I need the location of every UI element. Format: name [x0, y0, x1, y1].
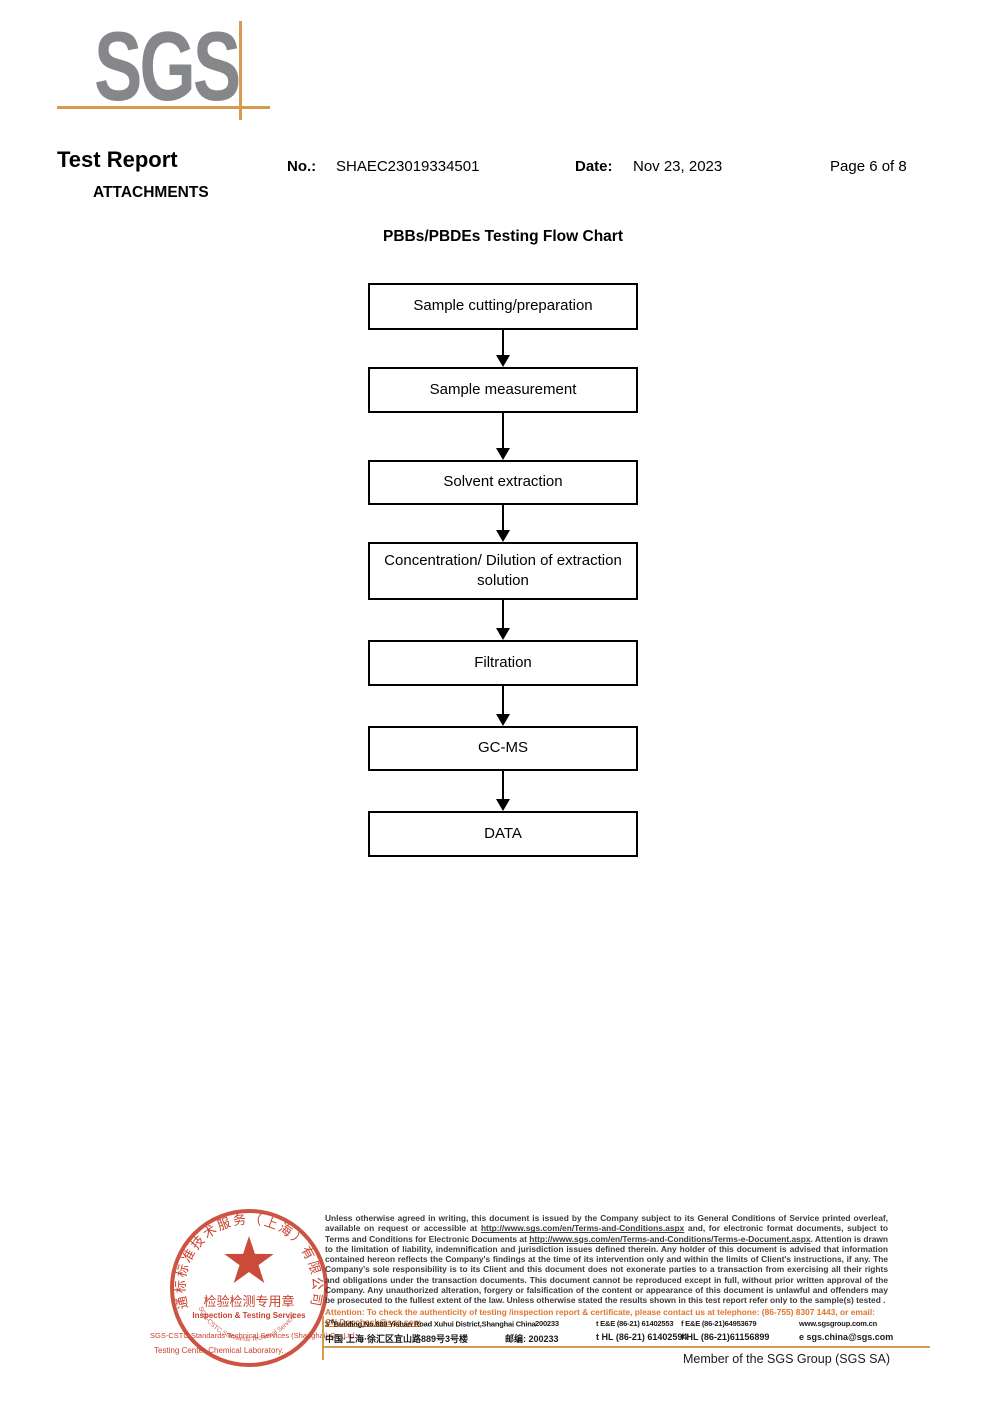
sgs-logo: SGS: [94, 11, 241, 121]
footer-crosshair-horizontal: [322, 1346, 930, 1348]
tel-ee: t E&E (86-21) 61402553: [596, 1319, 674, 1328]
postal-code-en: 200233: [535, 1319, 559, 1328]
flow-arrow-down-icon: [496, 600, 510, 640]
page-number: Page 6 of 8: [830, 158, 907, 175]
flowchart-step-label: Sample cutting/preparation: [413, 297, 593, 315]
stamp-seal-en: Inspection & Testing Services: [192, 1311, 306, 1320]
report-date-value: Nov 23, 2023: [633, 158, 723, 175]
flow-arrow-down-icon: [496, 330, 510, 367]
legal-text: and, for electronic format documents, su…: [325, 1223, 889, 1244]
flowchart-step-label: Filtration: [474, 653, 532, 671]
postal-code-cn: 邮编: 200233: [505, 1334, 559, 1344]
flowchart-step-box: Sample measurement: [368, 367, 638, 413]
flowchart-step-box: Concentration/ Dilution of extraction so…: [368, 542, 638, 600]
terms-e-document-link[interactable]: http://www.sgs.com/en/Terms-and-Conditio…: [529, 1233, 811, 1244]
flowchart-step-box: Filtration: [368, 640, 638, 686]
attention-notice: Attention: To check the authenticity of …: [325, 1307, 888, 1328]
report-no-label: No.:: [287, 158, 317, 175]
stamp-lab-name: Testing Center-Chemical Laboratory.: [154, 1346, 284, 1355]
email-link[interactable]: e sgs.china@sgs.com: [799, 1332, 894, 1342]
flowchart-step-box: GC-MS: [368, 726, 638, 771]
legal-text: Unless otherwise agreed in writing, this…: [325, 1213, 888, 1234]
flowchart-step-label: DATA: [484, 824, 522, 842]
flowchart-step-label: Sample measurement: [429, 380, 577, 398]
attention-text: Attention: To check the authenticity of …: [325, 1306, 875, 1317]
flowchart-step-label: Concentration/ Dilution of extraction so…: [384, 551, 622, 589]
star-icon: [224, 1236, 274, 1283]
flowchart-step-box: Solvent extraction: [368, 460, 638, 505]
doccheck-email-link[interactable]: CN.Doccheck@sgs.com: [325, 1316, 422, 1327]
address-en: 3rdBuilding,No.889 Yishan Road Xuhui Dis…: [325, 1319, 536, 1329]
member-note: Member of the SGS Group (SGS SA): [682, 1352, 890, 1366]
fax-hl: f HL (86-21)61156899: [681, 1332, 770, 1342]
legal-text: . Attention is drawn to the limitation o…: [325, 1233, 888, 1306]
flowchart-step-box: DATA: [368, 811, 638, 857]
report-date-label: Date:: [575, 158, 613, 175]
company-stamp: 通标标准技术服务（上海）有限公司 检验检测专用章 Inspection & Te…: [170, 1209, 328, 1367]
flowchart-step-box: Sample cutting/preparation: [368, 283, 638, 330]
flow-arrow-down-icon: [496, 686, 510, 726]
tel-hl: t HL (86-21) 61402594: [596, 1332, 688, 1342]
fax-ee: f E&E (86-21)64953679: [681, 1319, 757, 1328]
flow-arrow-down-icon: [496, 413, 510, 460]
logo-crosshair-vertical: [239, 21, 242, 120]
flowchart-step-label: GC-MS: [478, 739, 528, 757]
footer-crosshair-vertical: [322, 1316, 324, 1360]
stamp-company-name: SGS-CSTC Standards Technical Services (S…: [150, 1331, 357, 1340]
legal-disclaimer: Unless otherwise agreed in writing, this…: [325, 1213, 888, 1306]
flow-arrow-down-icon: [496, 505, 510, 542]
report-no-value: SHAEC23019334501: [336, 158, 480, 175]
footer-legal-block: Unless otherwise agreed in writing, this…: [325, 1213, 888, 1327]
flow-arrow-down-icon: [496, 771, 510, 811]
stamp-seal-cn: 检验检测专用章: [203, 1294, 294, 1309]
logo-crosshair-horizontal: [57, 106, 270, 109]
website-link[interactable]: www.sgsgroup.com.cn: [799, 1319, 878, 1328]
terms-link[interactable]: http://www.sgs.com/en/Terms-and-Conditio…: [480, 1223, 685, 1234]
page-title: Test Report: [57, 147, 178, 172]
attachments-subtitle: ATTACHMENTS: [93, 184, 209, 201]
flowchart-title: PBBs/PBDEs Testing Flow Chart: [383, 228, 623, 245]
address-cn: 中国·上海·徐汇区宜山路889号3号楼: [325, 1334, 469, 1344]
flowchart-step-label: Solvent extraction: [443, 473, 563, 491]
